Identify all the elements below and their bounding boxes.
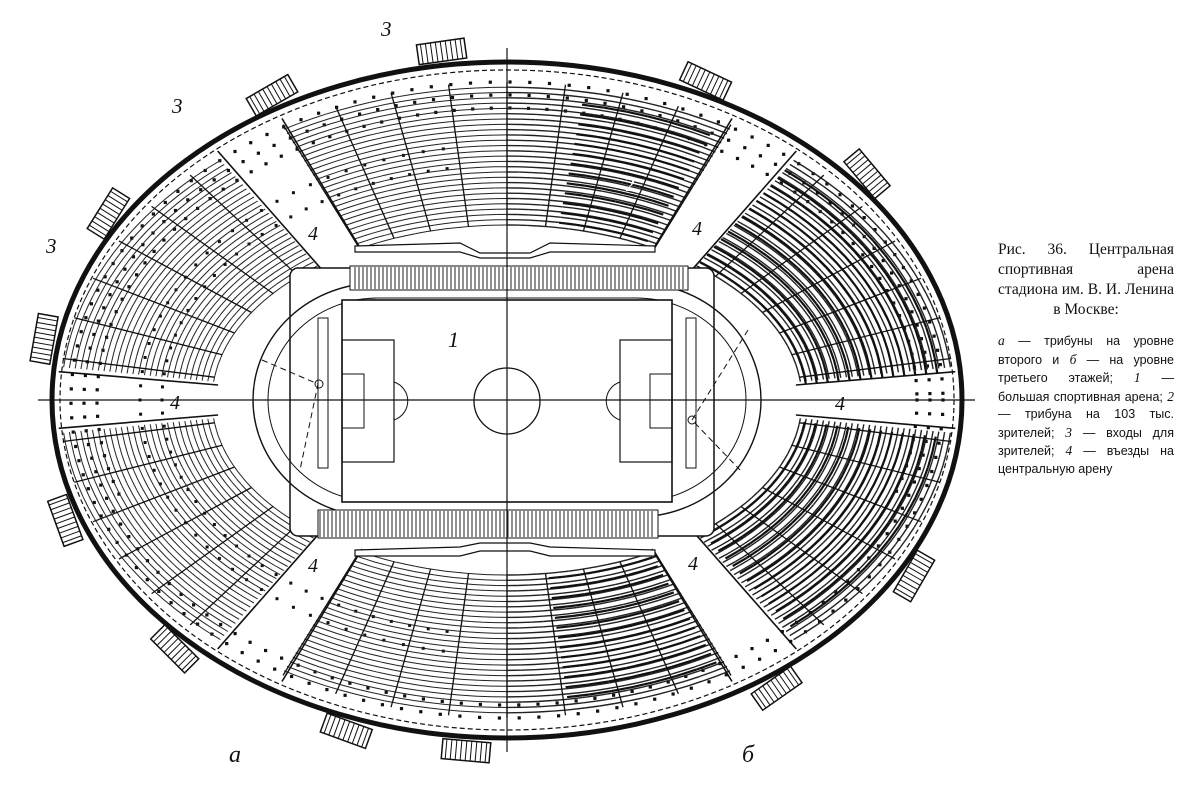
legend-key-3: 3: [1065, 424, 1073, 440]
legend-text-2: трибуна на 103 тыс. зрителей;: [998, 407, 1174, 440]
label-gate-w: 4: [170, 392, 180, 414]
entrance-stairs: [29, 37, 936, 764]
label-gate-nw: 4: [308, 223, 318, 245]
axes: [38, 48, 975, 752]
legend-text-b: на уровне третьего этажей;: [998, 352, 1174, 386]
legend-text-3: входы для зрителей;: [998, 425, 1174, 459]
label-gate-sw: 4: [308, 555, 318, 577]
label-gate-e: 4: [835, 393, 845, 415]
label-half-a: а: [229, 742, 241, 768]
stand-tiers: [63, 86, 952, 714]
label-entrance-upper-left: 3: [171, 94, 183, 118]
legend-key-b: б: [1069, 351, 1077, 367]
legend-text-a: трибуны на уровне второго и: [998, 334, 1174, 367]
tunnel-bars: [354, 242, 656, 557]
label-gate-ne: 4: [692, 218, 702, 240]
label-gate-se: 4: [688, 553, 698, 575]
stadium-plan: 1 2 3 3 3 4 4 4 4 4 4 а б: [29, 17, 975, 768]
plan-labels: 1 2 3 3 3 4 4 4 4 4 4 а б: [45, 17, 845, 768]
legend-key-1: 1: [1133, 370, 1141, 385]
legend-key-a: а: [998, 333, 1005, 348]
caption-title: Рис. 36. Центральная спортивная арена ст…: [998, 241, 1174, 318]
label-entrance-top: 3: [380, 17, 392, 41]
field-events-areas: [261, 317, 749, 471]
legend-text-4: въезды на центральную арену: [998, 444, 1174, 476]
legend-key-2: 2: [1167, 388, 1174, 404]
label-half-b: б: [742, 742, 755, 768]
label-stand: 2: [625, 172, 636, 196]
label-arena: 1: [448, 327, 459, 352]
caption-legend: а — трибуны на уровне второго и б — на у…: [998, 333, 1174, 476]
legend-text-1: большая спортивная арена;: [998, 389, 1163, 404]
legend-key-4: 4: [1065, 443, 1073, 458]
label-entrance-left: 3: [45, 234, 57, 258]
figure-caption: Рис. 36. Центральная спортивная арена ст…: [998, 240, 1174, 478]
